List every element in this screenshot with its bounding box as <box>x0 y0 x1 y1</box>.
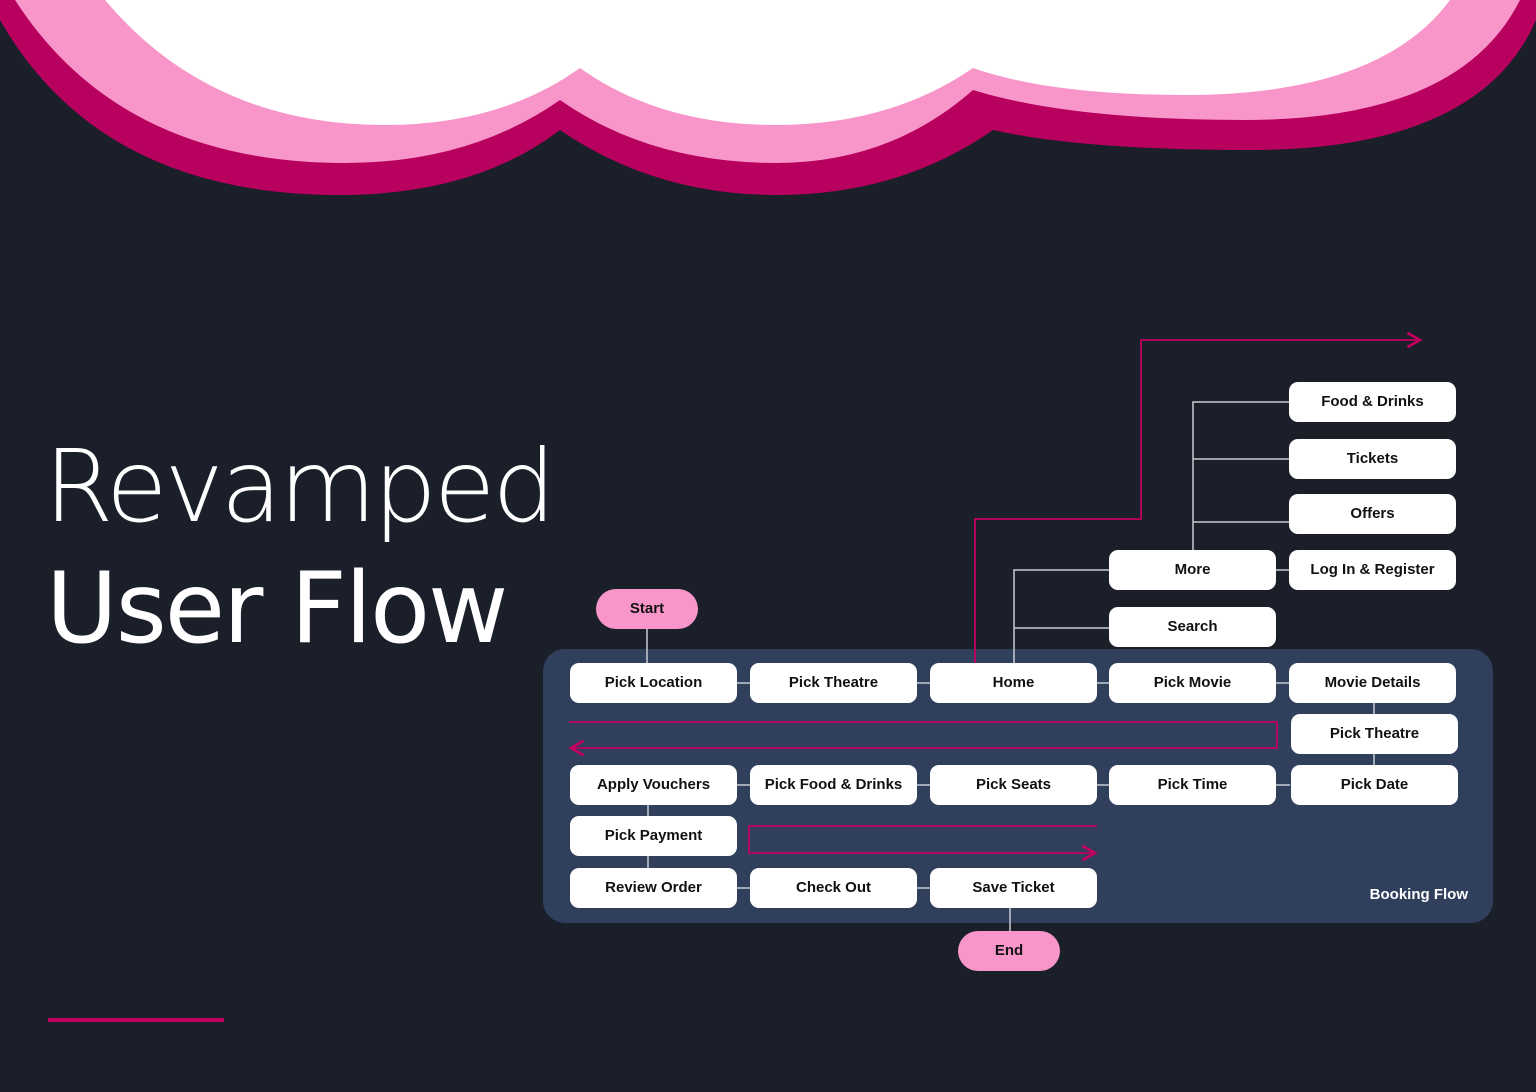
node-more: More <box>1109 550 1276 590</box>
node-search: Search <box>1109 607 1276 647</box>
node-tickets: Tickets <box>1289 439 1456 479</box>
accent-underline <box>48 1018 224 1022</box>
node-pick-date: Pick Date <box>1291 765 1458 805</box>
node-pick-theatre-2: Pick Theatre <box>1291 714 1458 754</box>
node-food-drinks: Food & Drinks <box>1289 382 1456 422</box>
node-movie-details: Movie Details <box>1289 663 1456 703</box>
flow-arrow-exit <box>974 331 1423 663</box>
title-user-flow: User Flow <box>46 552 508 666</box>
node-apply-vouchers: Apply Vouchers <box>570 765 737 805</box>
node-home: Home <box>930 663 1097 703</box>
node-save-ticket: Save Ticket <box>930 868 1097 908</box>
node-pick-payment: Pick Payment <box>570 816 737 856</box>
booking-flow-label: Booking Flow <box>1369 886 1468 903</box>
connector-more-submenu <box>1192 401 1289 571</box>
node-pick-movie: Pick Movie <box>1109 663 1276 703</box>
start-terminal: Start <box>596 589 698 629</box>
node-check-out: Check Out <box>750 868 917 908</box>
node-pick-food-drinks: Pick Food & Drinks <box>750 765 917 805</box>
cloud-white-layer <box>105 0 1450 125</box>
connector-home-menu <box>1013 569 1109 663</box>
end-terminal: End <box>958 931 1060 971</box>
flow-arrow-row3 <box>748 825 1098 862</box>
node-pick-time: Pick Time <box>1109 765 1276 805</box>
node-pick-seats: Pick Seats <box>930 765 1097 805</box>
node-log-in-register: Log In & Register <box>1289 550 1456 590</box>
node-review-order: Review Order <box>570 868 737 908</box>
flow-arrow-row2 <box>568 721 1278 757</box>
node-offers: Offers <box>1289 494 1456 534</box>
title-revamped: Revamped <box>44 428 556 545</box>
cloud-decoration <box>0 0 1536 195</box>
node-pick-location: Pick Location <box>570 663 737 703</box>
node-pick-theatre: Pick Theatre <box>750 663 917 703</box>
